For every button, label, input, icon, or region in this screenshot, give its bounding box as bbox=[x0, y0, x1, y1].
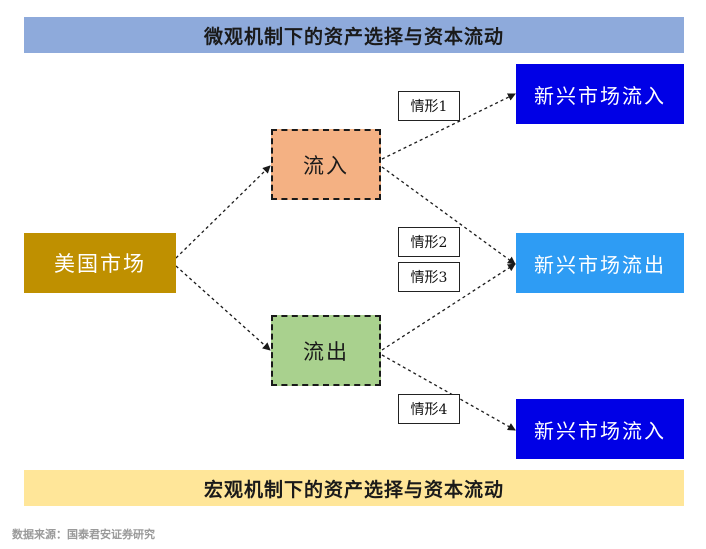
data-source-note: 数据来源：国泰君安证券研究 bbox=[12, 528, 155, 541]
micro-mechanism-banner: 微观机制下的资产选择与资本流动 bbox=[24, 17, 684, 53]
outflow-node: 流出 bbox=[271, 315, 381, 386]
arrow-outflow-to-em-inflow bbox=[381, 354, 516, 431]
em-inflow-node-top: 新兴市场流入 bbox=[516, 64, 684, 124]
case-label-2: 情形2 bbox=[398, 227, 460, 257]
macro-mechanism-banner: 宏观机制下的资产选择与资本流动 bbox=[24, 470, 684, 506]
em-inflow-node-bottom: 新兴市场流入 bbox=[516, 399, 684, 459]
em-outflow-node: 新兴市场流出 bbox=[516, 233, 684, 293]
case-label-3: 情形3 bbox=[398, 262, 460, 292]
case-label-4: 情形4 bbox=[398, 394, 460, 424]
arrow-us-to-inflow bbox=[175, 165, 271, 259]
arrow-inflow-to-em-inflow bbox=[381, 93, 516, 160]
arrow-us-to-outflow bbox=[175, 265, 271, 351]
us-market-node: 美国市场 bbox=[24, 233, 176, 293]
inflow-node: 流入 bbox=[271, 129, 381, 200]
case-label-1: 情形1 bbox=[398, 91, 460, 121]
arrow-outflow-to-em-outflow bbox=[381, 263, 516, 351]
